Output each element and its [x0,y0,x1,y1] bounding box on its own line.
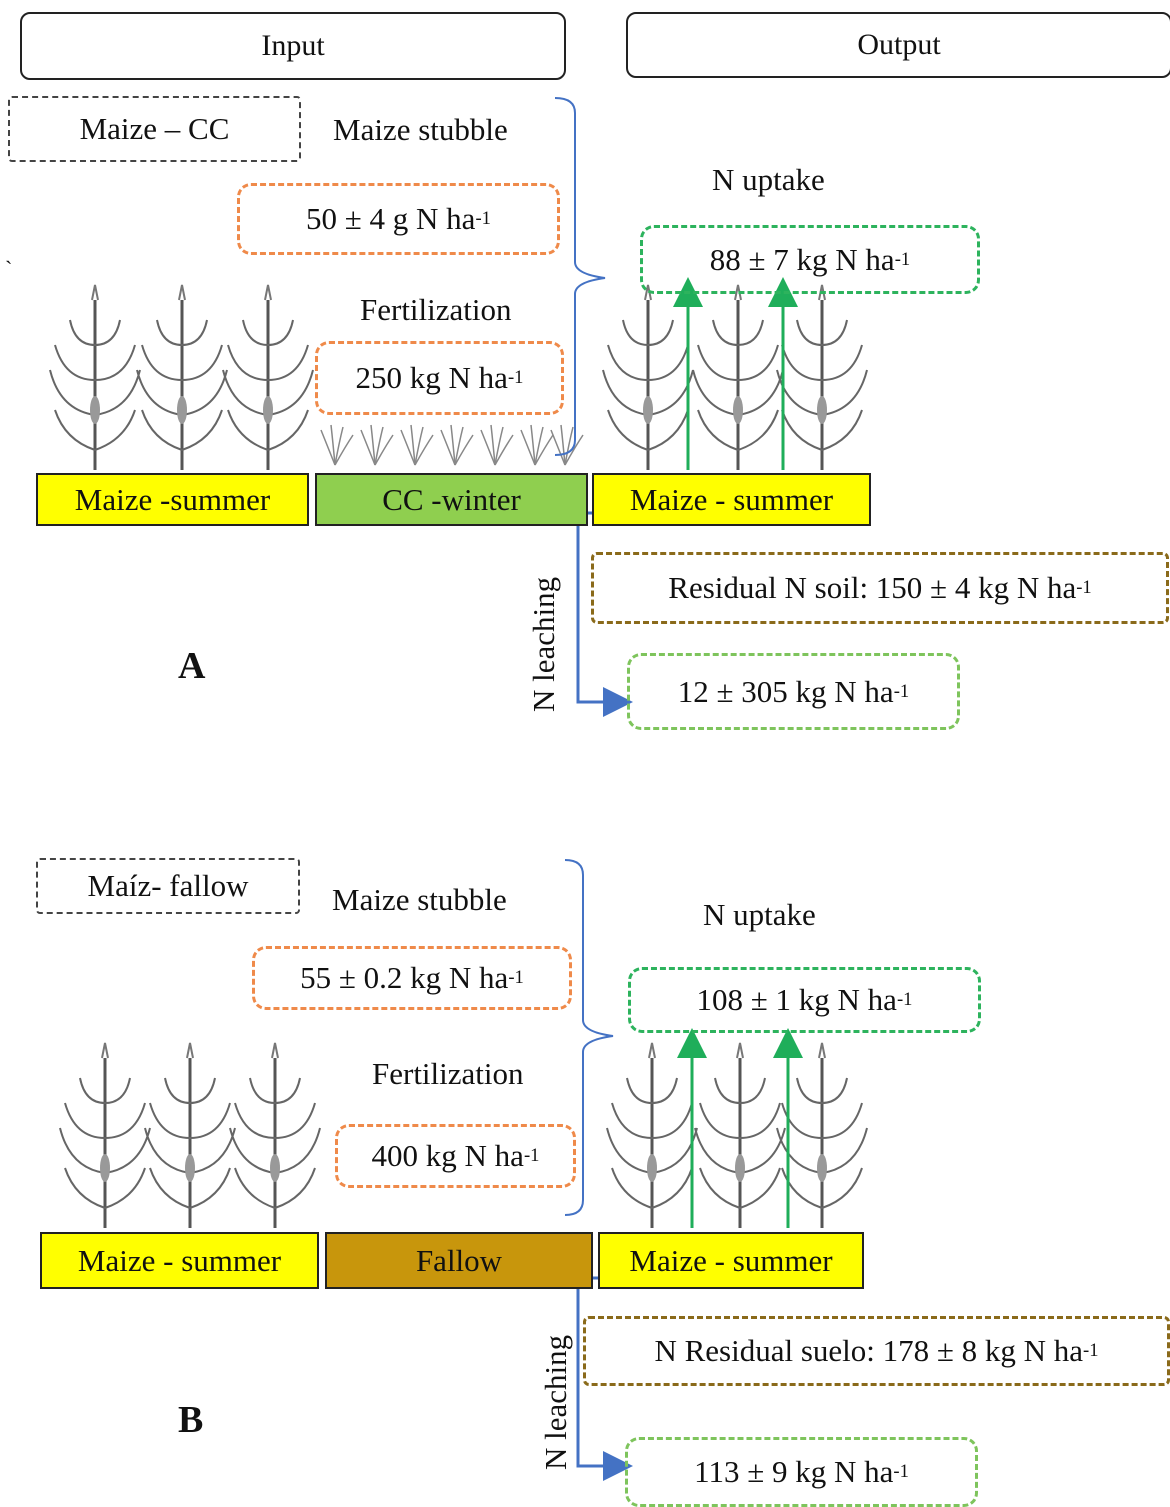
fert-label-a: Fertilization [360,292,512,327]
fert-value-b-text: 400 kg N ha [371,1138,524,1173]
uptake-value-b-text: 108 ± 1 kg N ha [696,982,897,1017]
uptake-label-a: N uptake [712,162,825,197]
input-header: Input [20,12,566,80]
panel-letter-b: B [178,1399,204,1441]
input-brace-a [554,97,606,456]
residual-value-a: Residual N soil: 150 ± 4 kg N ha-1 [591,552,1169,624]
residual-value-b-text: N Residual suelo: 178 ± 8 kg N ha [654,1333,1084,1368]
rotation-label-b: Maíz- fallow [36,858,300,914]
rotation-label-a-text: Maize – CC [79,111,230,146]
fert-value-a: 250 kg N ha-1 [315,341,564,415]
bar-b-3-label: Maize - summer [629,1242,833,1278]
maize-plants-a-left [48,283,315,472]
panel-letter-a: A [178,645,206,687]
uptake-label-b: N uptake [703,897,816,932]
leaching-value-b-text: 113 ± 9 kg N ha [694,1454,894,1489]
bar-b-1-label: Maize - summer [77,1242,282,1278]
bar-a-3: Maize - summer [592,473,871,526]
fert-value-b: 400 kg N ha-1 [335,1124,576,1188]
bar-a-1: Maize -summer [36,473,309,526]
maize-plants-b-right [605,1041,869,1230]
stray-mark-a: ` [5,256,13,281]
stubble-value-a: 50 ± 4 g N ha-1 [237,183,560,255]
maize-plants-a-right [601,283,869,472]
bar-a-3-label: Maize - summer [629,481,834,517]
residual-value-a-text: Residual N soil: 150 ± 4 kg N ha [668,570,1077,605]
output-header: Output [626,12,1170,78]
uptake-value-a: 88 ± 7 kg N ha-1 [640,225,980,294]
stubble-label-a: Maize stubble [333,112,508,147]
stubble-label-b: Maize stubble [332,882,507,917]
leaching-value-b: 113 ± 9 kg N ha-1 [625,1437,978,1507]
fert-value-a-text: 250 kg N ha [355,360,508,395]
leaching-label-b: N leaching [538,1334,573,1470]
bar-a-2-label: CC -winter [382,481,521,517]
leaching-label-a: N leaching [526,576,561,712]
bar-b-2-label: Fallow [415,1242,503,1278]
residual-value-b: N Residual suelo: 178 ± 8 kg N ha-1 [583,1316,1170,1386]
input-header-label: Input [261,29,325,62]
fert-label-b: Fertilization [372,1056,524,1091]
cover-crop-grass-a [320,424,584,466]
bar-b-1: Maize - summer [40,1232,319,1289]
leaching-value-a: 12 ± 305 kg N ha-1 [627,653,960,730]
bar-a-2: CC -winter [315,473,588,526]
output-header-label: Output [857,28,941,61]
stubble-value-a-text: 50 ± 4 g N ha [306,201,476,236]
bar-b-2: Fallow [325,1232,593,1289]
leaching-value-a-text: 12 ± 305 kg N ha [677,673,894,709]
leaching-arrow-a [576,511,633,717]
bar-b-3: Maize - summer [598,1232,864,1289]
stubble-value-b-text: 55 ± 0.2 kg N ha [300,960,509,995]
rotation-label-a: Maize – CC [8,96,301,162]
stubble-value-b: 55 ± 0.2 kg N ha-1 [252,946,572,1010]
rotation-label-b-text: Maíz- fallow [87,868,249,903]
bar-a-1-label: Maize -summer [74,481,271,517]
uptake-value-a-text: 88 ± 7 kg N ha [709,241,895,277]
uptake-value-b: 108 ± 1 kg N ha-1 [628,967,981,1033]
input-brace-b [564,859,614,1216]
maize-plants-b-left [58,1041,322,1230]
